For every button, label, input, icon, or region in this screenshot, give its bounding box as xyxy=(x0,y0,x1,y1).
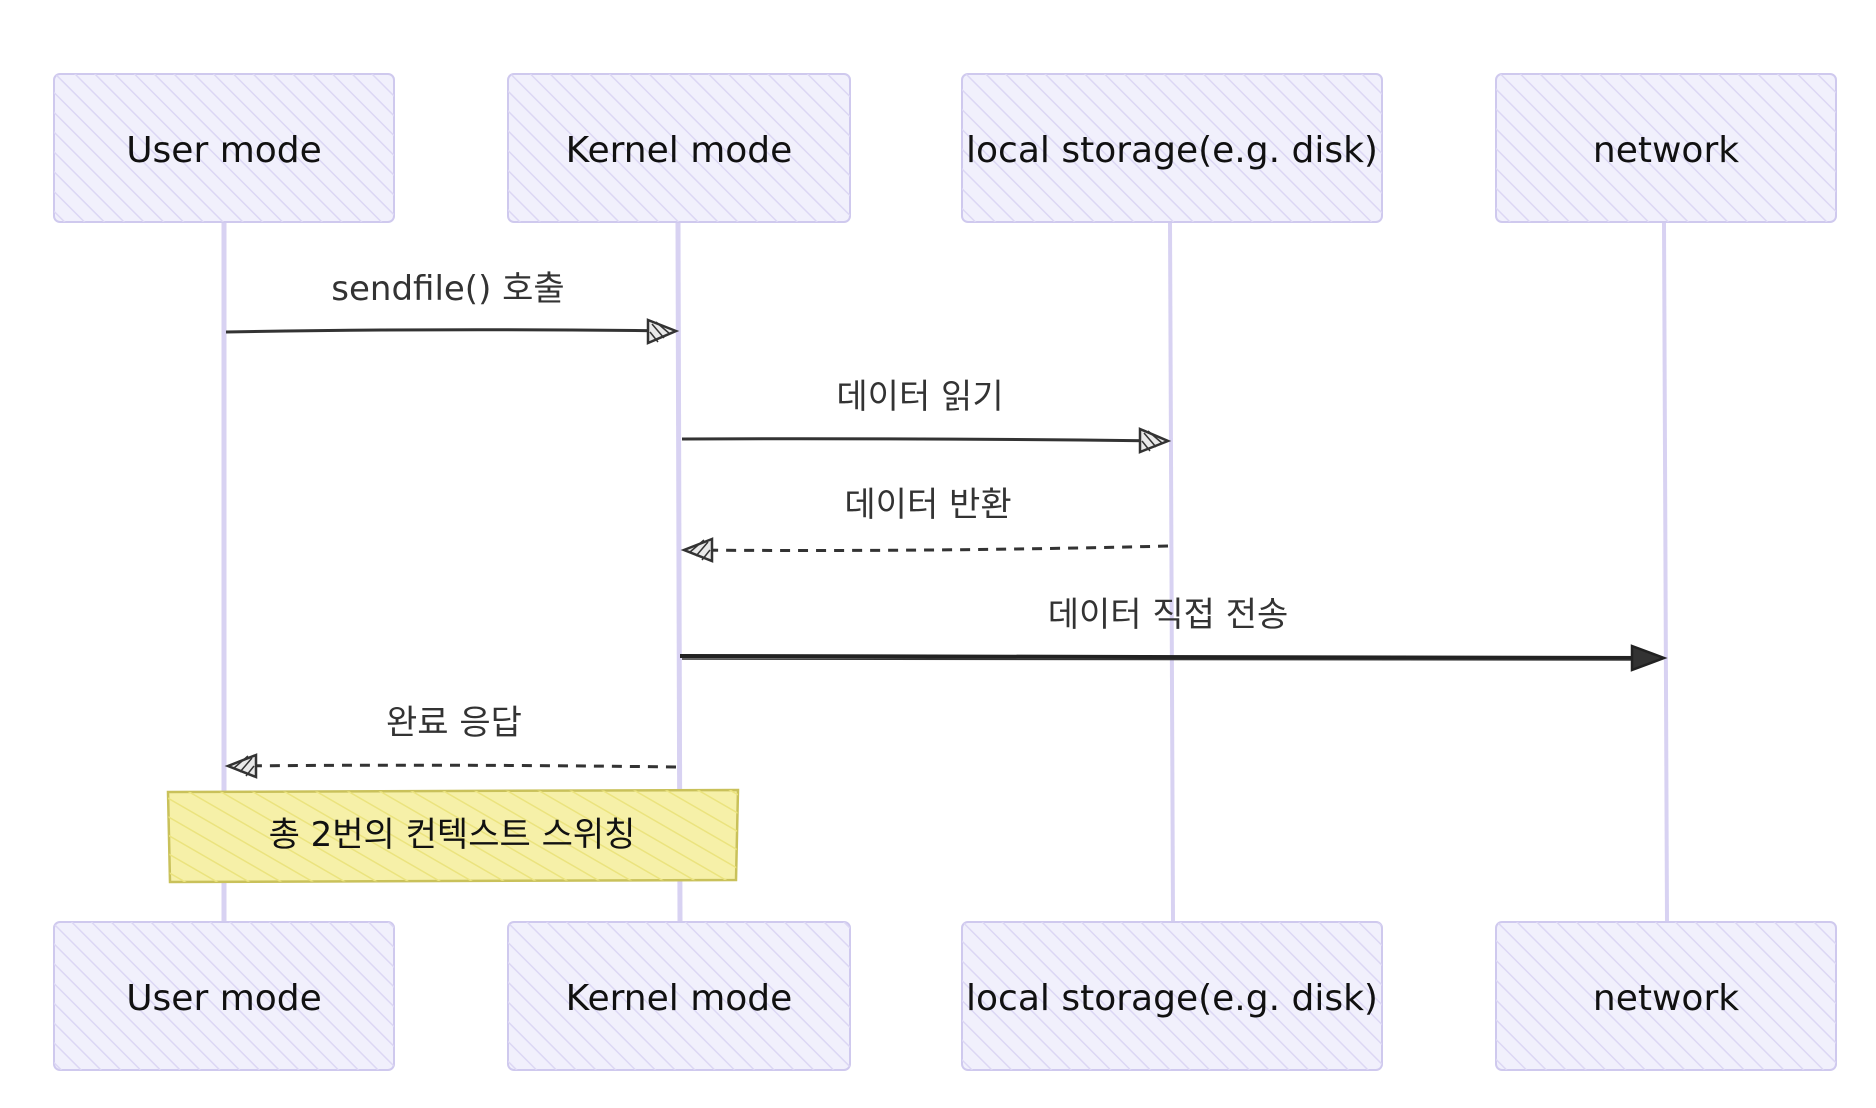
participant-label: local storage(e.g. disk) xyxy=(966,978,1378,1019)
participant-kernel-bottom: Kernel mode xyxy=(507,921,851,1071)
note-label: 총 2번의 컨텍스트 스위칭 xyxy=(269,815,636,855)
message-arrow-line xyxy=(679,654,1659,660)
message-arrow-line xyxy=(231,763,677,769)
participant-storage-bottom: local storage(e.g. disk) xyxy=(961,921,1383,1071)
participant-user-bottom: User mode xyxy=(53,921,395,1071)
message-direct-transfer: 데이터 직접 전송 xyxy=(679,595,1668,672)
message-read-data: 데이터 읽기 xyxy=(681,377,1172,454)
lifeline-storage xyxy=(1168,221,1175,923)
participant-label: network xyxy=(1593,130,1739,171)
arrowhead-icon xyxy=(646,318,680,345)
participant-storage-top: local storage(e.g. disk) xyxy=(961,73,1383,223)
arrowhead-icon xyxy=(1630,644,1668,672)
participant-network-bottom: network xyxy=(1495,921,1837,1071)
message-label: 데이터 직접 전송 xyxy=(1048,595,1289,635)
message-complete-response: 완료 응답 xyxy=(224,703,677,779)
message-return-data: 데이터 반환 xyxy=(680,485,1169,563)
participant-network-top: network xyxy=(1495,73,1837,223)
participant-label: User mode xyxy=(126,978,322,1019)
participant-label: Kernel mode xyxy=(566,130,793,171)
message-label: 완료 응답 xyxy=(386,703,522,743)
lifeline-network xyxy=(1662,221,1669,923)
participant-user-top: User mode xyxy=(53,73,395,223)
note-context-switch: 총 2번의 컨텍스트 스위칭 xyxy=(166,788,740,884)
participant-label: network xyxy=(1593,978,1739,1019)
message-arrow-line xyxy=(681,437,1167,443)
message-arrow-line xyxy=(685,544,1169,552)
message-label: 데이터 반환 xyxy=(844,485,1011,525)
message-label: sendfile() 호출 xyxy=(331,269,564,309)
participant-kernel-top: Kernel mode xyxy=(507,73,851,223)
participant-label: local storage(e.g. disk) xyxy=(966,130,1378,171)
message-sendfile-call: sendfile() 호출 xyxy=(225,269,680,345)
participant-label: Kernel mode xyxy=(566,978,793,1019)
participant-label: User mode xyxy=(126,130,322,171)
message-label: 데이터 읽기 xyxy=(836,377,1003,417)
arrowhead-icon xyxy=(1138,427,1172,454)
message-arrow-line xyxy=(225,328,675,334)
